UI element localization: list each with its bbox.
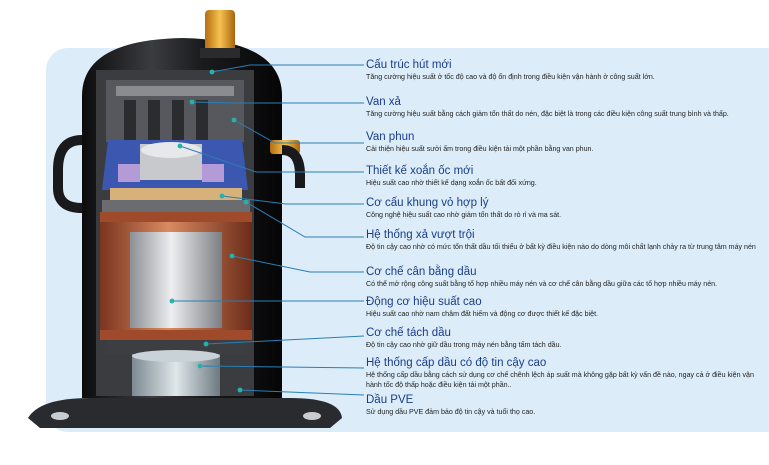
feature-oil-separation: Cơ chế tách dầu Độ tin cậy cao nhờ giữ d…: [366, 327, 762, 351]
feature-title: Cơ chế tách dầu: [366, 327, 451, 339]
feature-injection-valve: Van phun Cải thiện hiệu suất sưởi ấm tro…: [366, 131, 762, 155]
feature-description: Tăng cường hiệu suất ở tốc độ cao và độ …: [366, 73, 655, 81]
feature-description: Hiệu suất cao nhờ nam châm đất hiếm và đ…: [366, 310, 599, 318]
feature-description: Công nghệ hiệu suất cao nhờ giảm tổn thấ…: [366, 211, 562, 219]
oil-equalizer-pipe: [53, 135, 83, 213]
feature-title: Hệ thống cấp dầu có độ tin cậy cao: [366, 357, 547, 369]
feature-oil-balance: Cơ chế cân bằng dầu Có thể mở rộng công …: [366, 266, 762, 290]
feature-suction-structure: Cấu trúc hút mới Tăng cường hiệu suất ở …: [366, 59, 762, 83]
motor-rotor: [130, 232, 222, 328]
feature-oil-supply-system: Hệ thống cấp dầu có độ tin cậy cao Hệ th…: [366, 357, 762, 390]
feature-high-efficiency-motor: Động cơ hiệu suất cao Hiệu suất cao nhờ …: [366, 296, 762, 320]
feature-pve-oil: Dầu PVE Sử dụng dầu PVE đảm bảo độ tin c…: [366, 394, 762, 418]
feature-scroll-design: Thiết kế xoắn ốc mới Hiệu suất cao nhờ t…: [366, 165, 762, 189]
feature-discharge-valve: Van xả Tăng cường hiệu suất bằng cách gi…: [366, 96, 762, 120]
feature-description: Hệ thống cấp dầu bằng cách sử dụng cơ ch…: [366, 371, 754, 389]
feature-title: Cơ chế cân bằng dầu: [366, 266, 477, 278]
feature-title: Van xả: [366, 96, 401, 108]
feature-description: Cải thiện hiệu suất sưởi ấm trong điều k…: [366, 145, 594, 153]
feature-title: Thiết kế xoắn ốc mới: [366, 165, 474, 177]
feature-description: Độ tin cậy cao nhờ có mức tổn thất dầu t…: [366, 243, 756, 251]
feature-description: Có thể mở rộng công suất bằng tổ hợp nhi…: [366, 280, 718, 288]
feature-title: Cấu trúc hút mới: [366, 59, 452, 71]
feature-title: Van phun: [366, 131, 415, 143]
feature-title: Cơ cấu khung vỏ hợp lý: [366, 197, 489, 209]
feature-description: Hiệu suất cao nhờ thiết kế dạng xoắn ốc …: [366, 179, 537, 187]
mounting-base: [28, 398, 342, 428]
feature-title: Dầu PVE: [366, 394, 414, 406]
feature-title: Hệ thống xả vượt trội: [366, 229, 475, 241]
feature-discharge-system: Hệ thống xả vượt trội Độ tin cậy cao nhờ…: [366, 229, 762, 253]
feature-description: Độ tin cậy cao nhờ giữ dầu trong máy nén…: [366, 341, 562, 349]
feature-description: Sử dụng dầu PVE đảm bảo độ tin cậy và tu…: [366, 408, 536, 416]
suction-tube: [205, 10, 235, 52]
feature-title: Động cơ hiệu suất cao: [366, 296, 482, 308]
feature-description: Tăng cường hiệu suất bằng cách giảm tổn …: [366, 110, 729, 118]
feature-frame-mechanism: Cơ cấu khung vỏ hợp lý Công nghệ hiệu su…: [366, 197, 762, 221]
